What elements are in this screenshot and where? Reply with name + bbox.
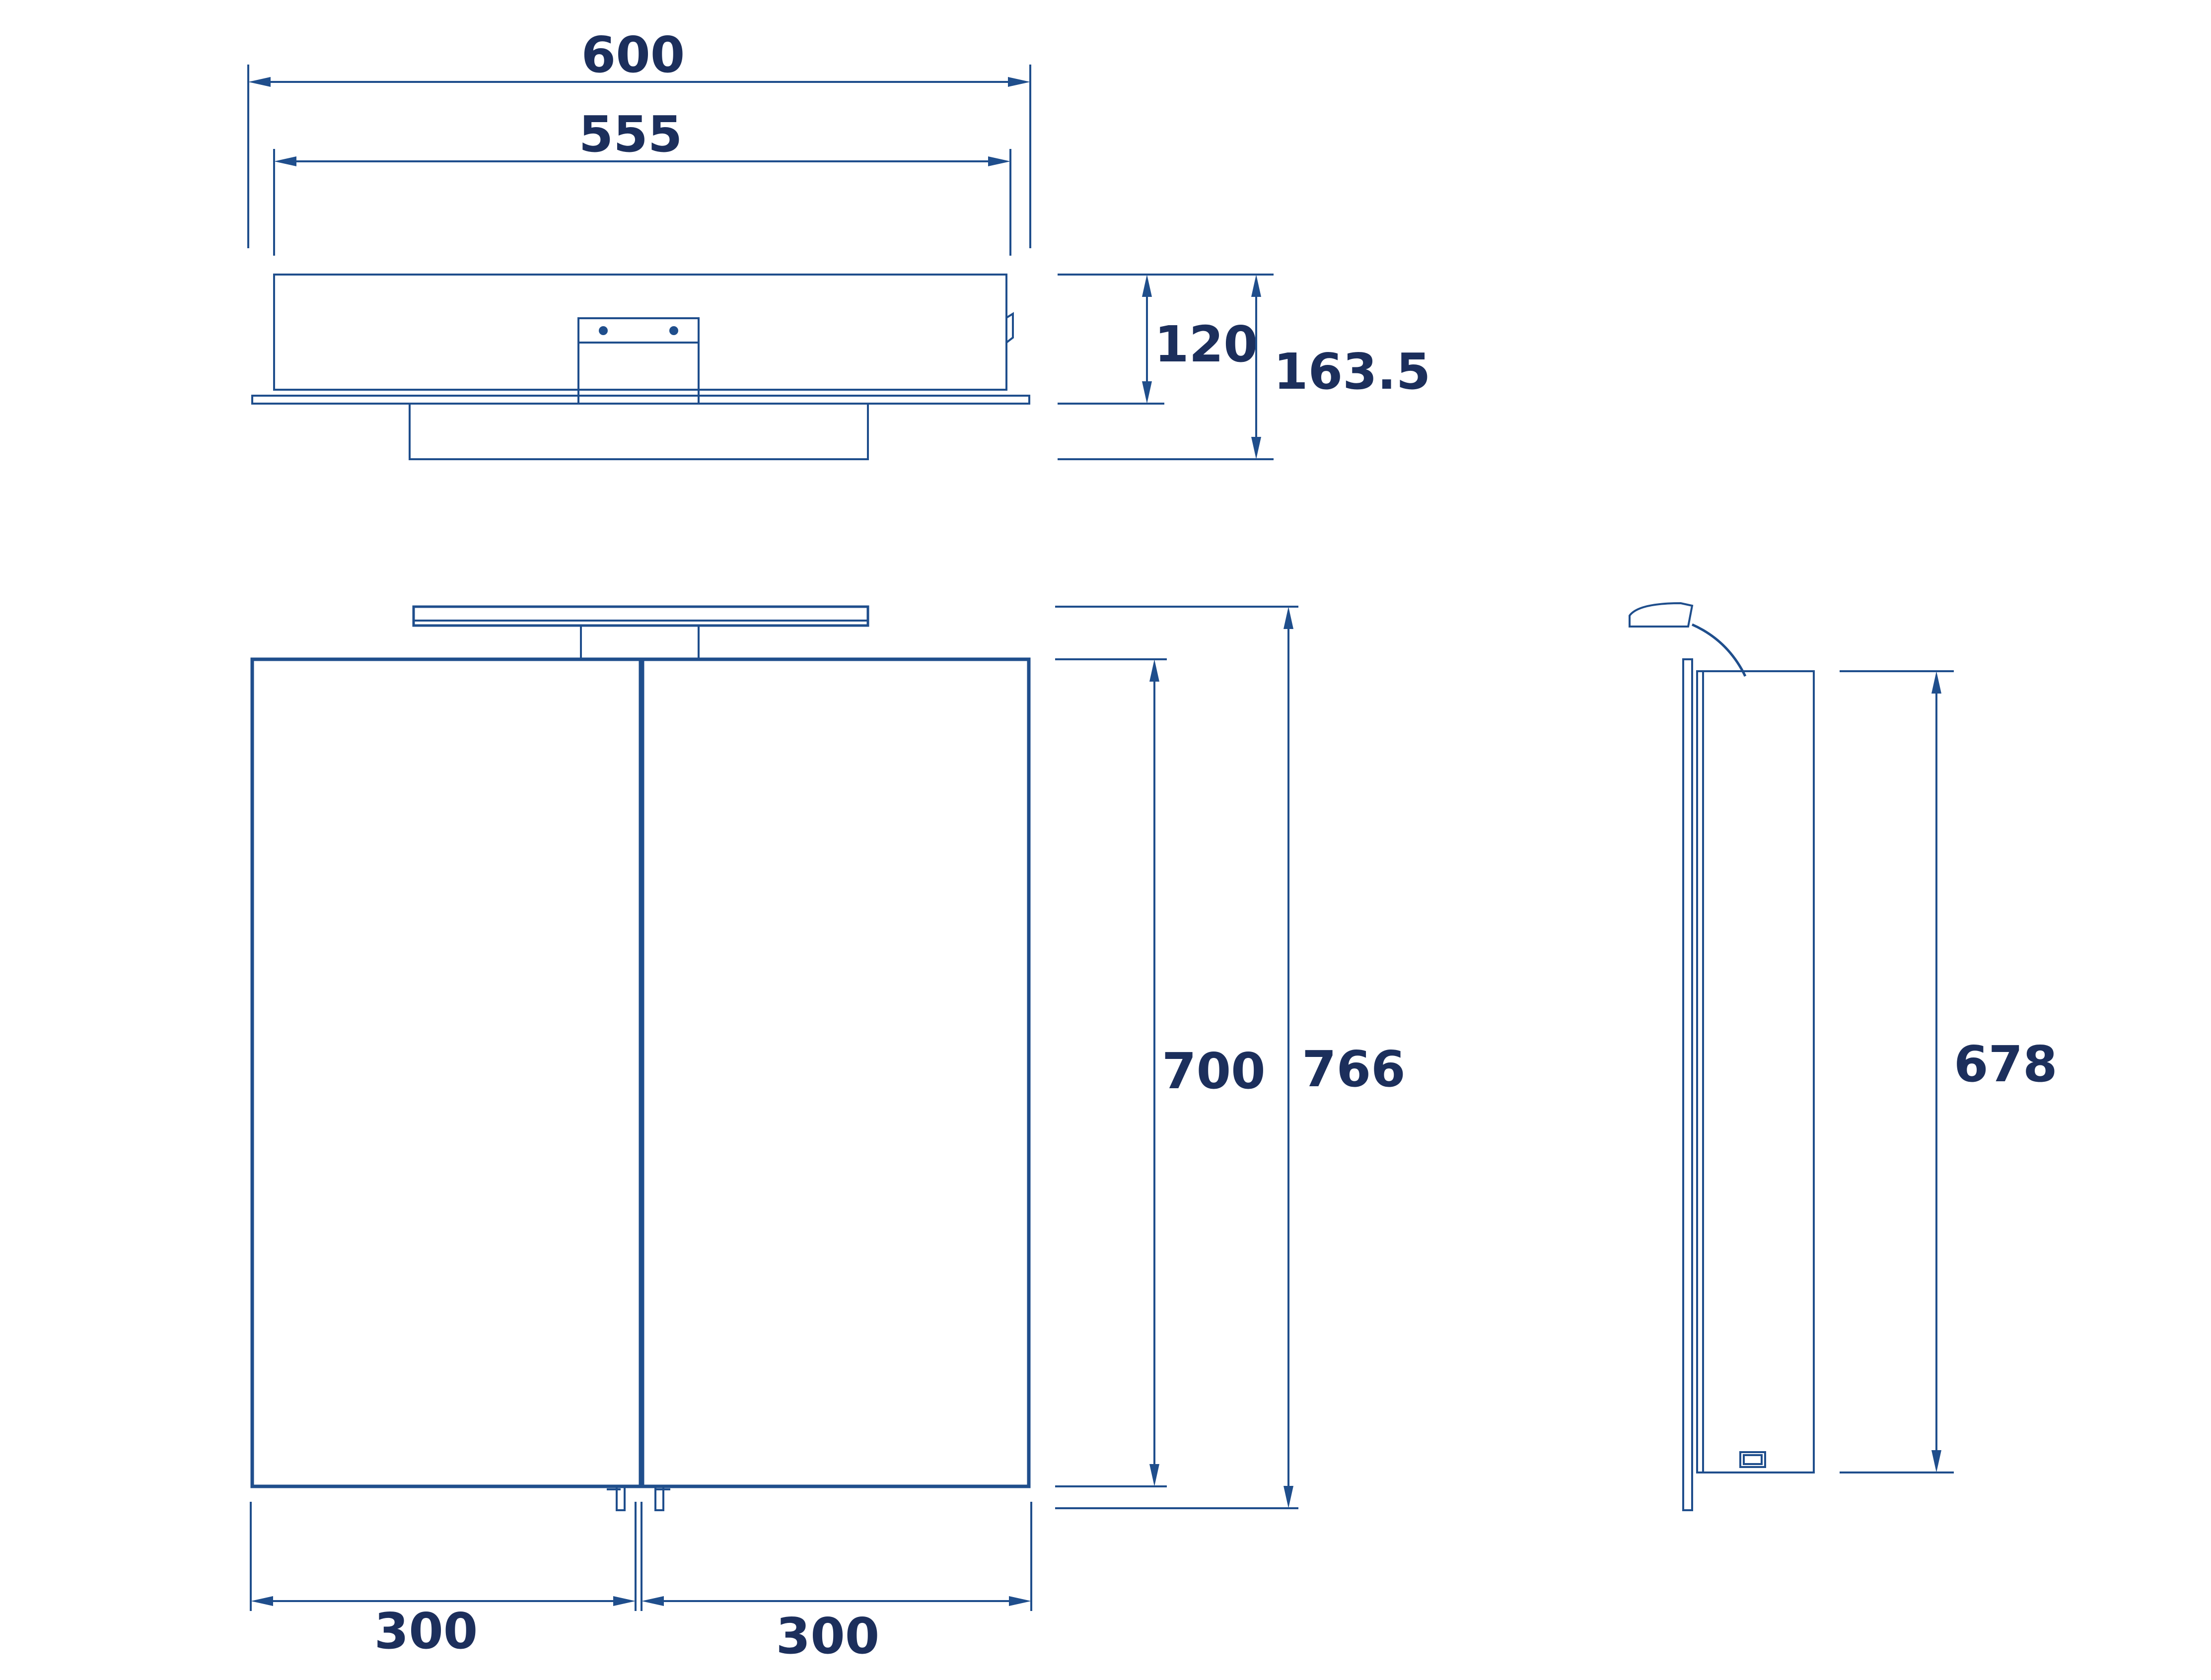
dim-120-label: 120 (1154, 315, 1258, 373)
top-bracket (577, 317, 700, 405)
side-connector (1739, 1451, 1766, 1468)
dim-300-left-label: 300 (374, 1602, 478, 1660)
side-mirror-door (1682, 658, 1693, 1511)
front-lamp-bar (412, 605, 869, 627)
front-foot-left (616, 1485, 626, 1511)
front-foot-right (654, 1485, 664, 1511)
top-cabinet-body (273, 274, 1007, 391)
top-lamp (409, 403, 869, 460)
side-view: 678 (1629, 602, 2058, 1511)
side-lamp-head (1629, 602, 1694, 628)
dim-700-label: 700 (1162, 1042, 1266, 1100)
dim-678-label: 678 (1954, 1035, 2058, 1093)
side-cabinet-body (1696, 670, 1815, 1473)
dim-766-label: 766 (1302, 1040, 1406, 1098)
top-bracket-screw-left (599, 326, 608, 335)
top-view: 600 555 120 163.5 (247, 26, 1430, 460)
dim-555-label: 555 (579, 105, 683, 163)
top-mirror-plate (251, 395, 1030, 405)
top-hinge-mark (1005, 312, 1014, 344)
front-door-right (641, 657, 1031, 1488)
front-door-left (250, 657, 642, 1488)
dim-600-label: 600 (581, 26, 685, 84)
top-bracket-screw-right (669, 326, 678, 335)
front-view: 300 300 700 766 (250, 605, 1406, 1665)
dim-163-label: 163.5 (1274, 343, 1430, 401)
side-lamp-arm (1691, 623, 1747, 677)
dim-300-right-label: 300 (776, 1607, 880, 1665)
front-lamp-bracket (580, 625, 700, 660)
